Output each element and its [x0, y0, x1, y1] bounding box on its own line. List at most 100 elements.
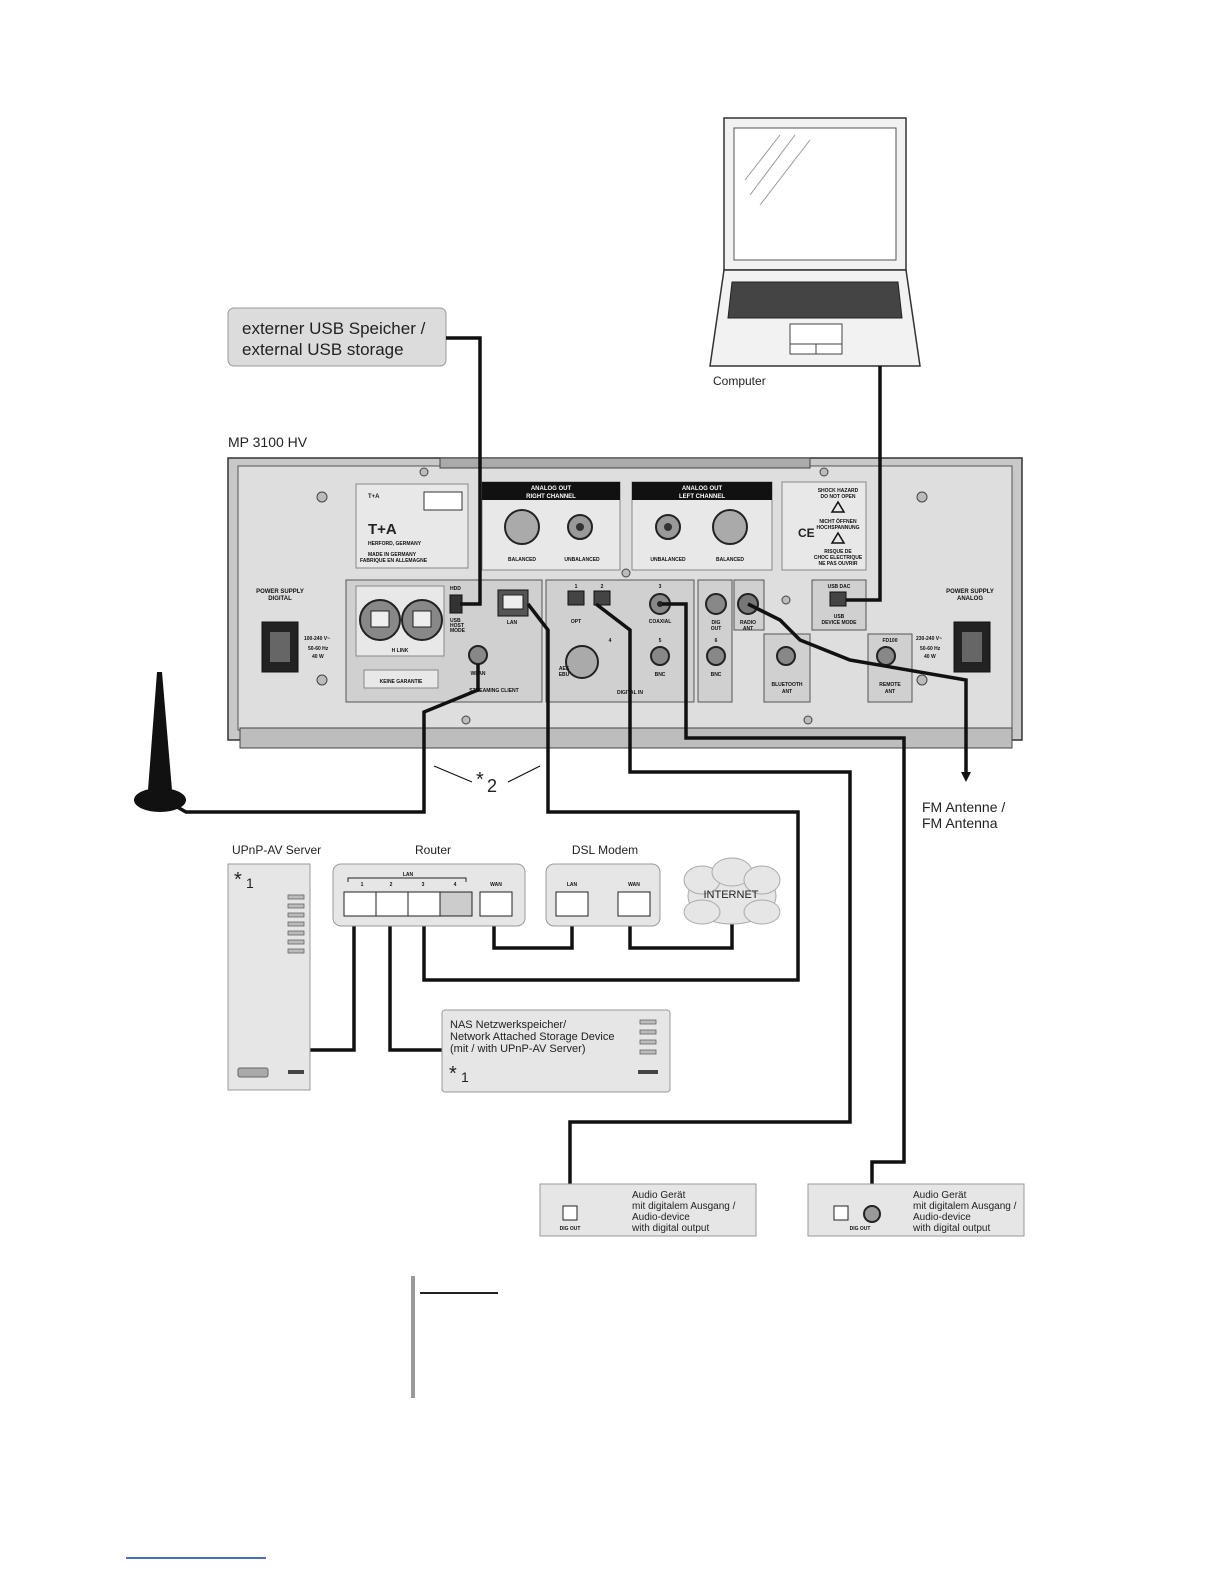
- input-3-label: 3: [659, 584, 662, 590]
- made-in-1: MADE IN GERMANY: [368, 552, 417, 558]
- bluetooth-ant-1: BLUETOOTH: [771, 682, 802, 688]
- risque-1: RISQUE DE: [824, 549, 852, 555]
- ebu-label: EBU: [559, 672, 570, 678]
- analog-out-left-1: ANALOG OUT: [682, 486, 723, 492]
- power-digital-2: DIGITAL: [268, 596, 292, 602]
- dig-out-coaxial[interactable]: [705, 593, 727, 615]
- router-port-2-label: 2: [390, 882, 393, 888]
- audio-device-1-line2: mit digitalem Ausgang /: [632, 1201, 736, 1212]
- footnote2-arrow-right: [507, 765, 541, 783]
- ce-mark-icon: CE: [798, 526, 815, 540]
- router-lan-port-2[interactable]: [375, 891, 409, 917]
- volt-left-1: 100-240 V~: [304, 636, 330, 642]
- usb-host-3: MODE: [450, 628, 466, 634]
- fm-antenna-label-2: FM Antenna: [922, 815, 998, 831]
- streaming-client-label: STREAMING CLIENT: [469, 688, 518, 694]
- note-underline: [420, 1292, 498, 1294]
- wlan-antenna-port[interactable]: [468, 645, 488, 665]
- footnote1-star-nas: *: [449, 1063, 457, 1085]
- opt-label: OPT: [571, 619, 581, 625]
- input-4-label: 4: [609, 638, 612, 644]
- footnote2-arrow-left: [433, 765, 473, 783]
- brand-logo: T+A: [368, 521, 397, 538]
- audio-device-2-dig-out: DIG OUT: [850, 1226, 871, 1232]
- router-label: Router: [415, 843, 451, 857]
- audio-device-2-optical-port[interactable]: [833, 1205, 849, 1221]
- footnote2-star: *: [476, 769, 484, 791]
- router-wan-label: WAN: [490, 882, 502, 888]
- warning-triangle-2-icon: [830, 531, 846, 544]
- audio-device-2-line1: Audio Gerät: [913, 1190, 967, 1201]
- balanced-right: BALANCED: [508, 557, 536, 563]
- unbalanced-left: UNBALANCED: [650, 557, 686, 563]
- router-lan-label: LAN: [403, 872, 414, 878]
- nas-label-3: (mit / with UPnP-AV Server): [450, 1043, 586, 1055]
- router-port-4-label: 4: [454, 882, 457, 888]
- shock-hazard-1: SHOCK HAZARD: [818, 488, 859, 494]
- hdd-label: HDD: [450, 586, 461, 592]
- bluetooth-ant-2: ANT: [782, 689, 792, 695]
- dig-out-panel-1: DIG: [712, 620, 721, 626]
- footnote1-star-server: *: [234, 869, 242, 891]
- modem-wan-port[interactable]: [617, 891, 651, 917]
- router-lan-port-1[interactable]: [343, 891, 377, 917]
- bnc-label-2: BNC: [711, 672, 722, 678]
- audio-device-optical-port[interactable]: [562, 1205, 578, 1221]
- router-port-1-label: 1: [361, 882, 364, 888]
- wlan-antenna: [134, 672, 186, 812]
- volt-left-2: 50-60 Hz: [308, 646, 329, 652]
- unbalanced-right: UNBALANCED: [564, 557, 600, 563]
- opt-input-2[interactable]: [593, 590, 611, 606]
- modem-lan-port[interactable]: [555, 891, 589, 917]
- audio-device-2-line3: Audio-device: [913, 1212, 971, 1223]
- herford-label: HERFORD, GERMANY: [368, 541, 422, 547]
- usb-device-1: USB: [834, 614, 845, 620]
- volt-right-3: 40 W: [924, 654, 936, 660]
- cables: [171, 336, 971, 1212]
- power-digital-1: POWER SUPPLY: [256, 589, 304, 595]
- note-sidebar-bar: [411, 1276, 415, 1398]
- input-1-label: 1: [575, 584, 578, 590]
- analog-out-right-1: ANALOG OUT: [531, 486, 572, 492]
- router-lan-port-3[interactable]: [407, 891, 441, 917]
- footnote1-sub-server: 1: [246, 875, 254, 891]
- router-lan-port-4[interactable]: [439, 891, 473, 917]
- usb-dac-port[interactable]: [829, 591, 847, 607]
- nas-label-1: NAS Netzwerkspeicher/: [450, 1019, 567, 1031]
- aes-ebu-connector[interactable]: [565, 645, 599, 679]
- remote-ant-2: ANT: [885, 689, 895, 695]
- footnote2-sub: 2: [487, 776, 497, 796]
- remote-ant-connector[interactable]: [876, 646, 896, 666]
- fd100-label: FD100: [882, 638, 897, 644]
- modem-lan-label: LAN: [567, 882, 578, 888]
- upnp-server-box: [227, 863, 311, 1091]
- dsl-modem-label: DSL Modem: [572, 843, 638, 857]
- opt-input-1[interactable]: [567, 590, 585, 606]
- modem-wan-label: WAN: [628, 882, 640, 888]
- usb-storage-label-2: external USB storage: [242, 340, 404, 359]
- bluetooth-ant-connector[interactable]: [776, 646, 796, 666]
- audio-device-2-coaxial-port[interactable]: [863, 1205, 881, 1223]
- audio-device-1-line3: Audio-device: [632, 1212, 690, 1223]
- radio-ant-2: ANT: [743, 626, 753, 632]
- input-6-label: 6: [715, 638, 718, 644]
- usb-host-2: HOST: [450, 623, 464, 629]
- xlr-right-connector[interactable]: [504, 509, 540, 545]
- power-analog-1: POWER SUPPLY: [946, 589, 994, 595]
- internet-cloud-icon: [683, 857, 781, 925]
- usb-dac-label: USB DAC: [828, 584, 851, 590]
- bnc-input[interactable]: [650, 646, 670, 666]
- input-5-label: 5: [659, 638, 662, 644]
- router-wan-port[interactable]: [479, 891, 513, 917]
- audio-device-1-line1: Audio Gerät: [632, 1190, 686, 1201]
- upnp-server-label: UPnP-AV Server: [232, 843, 321, 857]
- xlr-left-connector[interactable]: [712, 509, 748, 545]
- audio-device-2-line2: mit digitalem Ausgang /: [913, 1201, 1017, 1212]
- footnote1-sub-nas: 1: [461, 1069, 469, 1085]
- volt-left-3: 40 W: [312, 654, 324, 660]
- analog-out-left-2: LEFT CHANNEL: [679, 494, 725, 500]
- usb-device-2: DEVICE MODE: [821, 620, 857, 626]
- bnc-output[interactable]: [706, 646, 726, 666]
- device-title: MP 3100 HV: [228, 434, 308, 450]
